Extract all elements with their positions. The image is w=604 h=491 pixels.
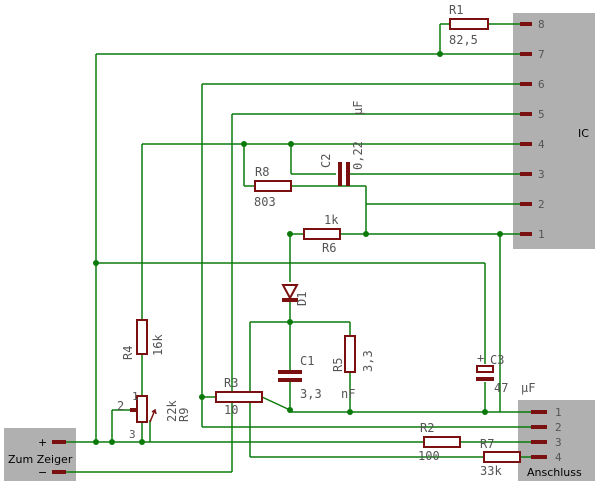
ic-block: IC 8 7 6 5 4 3 2 1 — [513, 13, 595, 249]
c1-name: C1 — [300, 354, 314, 368]
c2-value: 0,22 — [351, 141, 365, 170]
r8-name: R8 — [255, 165, 269, 179]
r1-value: 82,5 — [449, 33, 478, 47]
d1-name: D1 — [295, 292, 309, 306]
junctions — [93, 51, 503, 445]
ic-pin-8: 8 — [538, 18, 545, 31]
resistor-r7: R7 33k — [480, 437, 521, 478]
ic-pin-2: 2 — [538, 198, 545, 211]
potentiometer-r9: 1 2 3 22k R9 — [117, 390, 191, 441]
anschluss-pin-2: 2 — [555, 421, 562, 434]
r2-value: 100 — [418, 449, 440, 463]
zeiger-plus: + — [38, 436, 47, 449]
r9-value: 22k — [165, 400, 179, 422]
r7-value: 33k — [480, 464, 502, 478]
r1-name: R1 — [449, 3, 463, 17]
anschluss-pin-3: 3 — [555, 436, 562, 449]
c3-plus: + — [477, 351, 484, 365]
resistor-r4: R4 16k — [121, 319, 165, 360]
zeiger-minus: − — [38, 466, 47, 479]
anschluss-pin-1: 1 — [555, 406, 562, 419]
ic-pin-stubs — [520, 22, 532, 236]
c3-name: C3 — [490, 353, 504, 367]
c2-name: C2 — [319, 154, 333, 168]
ic-pin-3: 3 — [538, 168, 545, 181]
zeiger-connector: Zum Zeiger + − — [4, 428, 76, 481]
capacitor-c2: C2 0,22 µF — [319, 101, 365, 186]
capacitor-c1: C1 3,3 nF — [278, 354, 355, 401]
resistor-r1: R1 82,5 — [449, 3, 489, 47]
ic-pin-1: 1 — [538, 228, 545, 241]
r6-name: R6 — [322, 241, 336, 255]
r4-value: 16k — [151, 334, 165, 356]
r3-value: 10 — [224, 403, 238, 417]
r4-name: R4 — [121, 346, 135, 360]
diode-d1: D1 — [281, 284, 309, 306]
zeiger-label: Zum Zeiger — [8, 453, 73, 466]
r9-name: R9 — [177, 408, 191, 422]
r5-name: R5 — [331, 358, 345, 372]
c3-value: 47 — [494, 381, 508, 395]
resistor-r6: 1k R6 — [303, 213, 341, 255]
capacitor-c3: + C3 47 µF — [476, 351, 535, 395]
resistor-r2: R2 100 — [418, 421, 461, 463]
c3-unit: µF — [521, 381, 535, 395]
anschluss-connector: Anschluss 1 2 3 4 — [518, 400, 595, 481]
resistor-r8: R8 803 — [254, 165, 292, 209]
r6-value: 1k — [324, 213, 339, 227]
r3-name: R3 — [224, 376, 238, 390]
ic-pin-6: 6 — [538, 78, 545, 91]
r8-value: 803 — [254, 195, 276, 209]
ic-pin-4: 4 — [538, 138, 545, 151]
r9-pin-2: 2 — [117, 399, 124, 413]
c2-unit: µF — [351, 101, 365, 115]
anschluss-pin-4: 4 — [555, 451, 562, 464]
r9-pin-3: 3 — [129, 428, 136, 441]
ic-pin-5: 5 — [538, 108, 545, 121]
ic-label: IC — [578, 127, 589, 140]
c1-unit: nF — [341, 387, 355, 401]
ic-pin-7: 7 — [538, 48, 545, 61]
r7-name: R7 — [480, 437, 494, 451]
anschluss-pin-stubs — [531, 410, 547, 459]
r5-value: 3,3 — [361, 350, 375, 372]
wires — [66, 23, 531, 473]
c1-value: 3,3 — [300, 387, 322, 401]
anschluss-body — [518, 400, 595, 481]
r2-name: R2 — [420, 421, 434, 435]
resistor-r3: R3 10 — [215, 376, 263, 417]
anschluss-label: Anschluss — [527, 466, 582, 479]
r9-pin-1: 1 — [132, 390, 139, 403]
resistor-r5: R5 3,3 — [331, 335, 375, 373]
